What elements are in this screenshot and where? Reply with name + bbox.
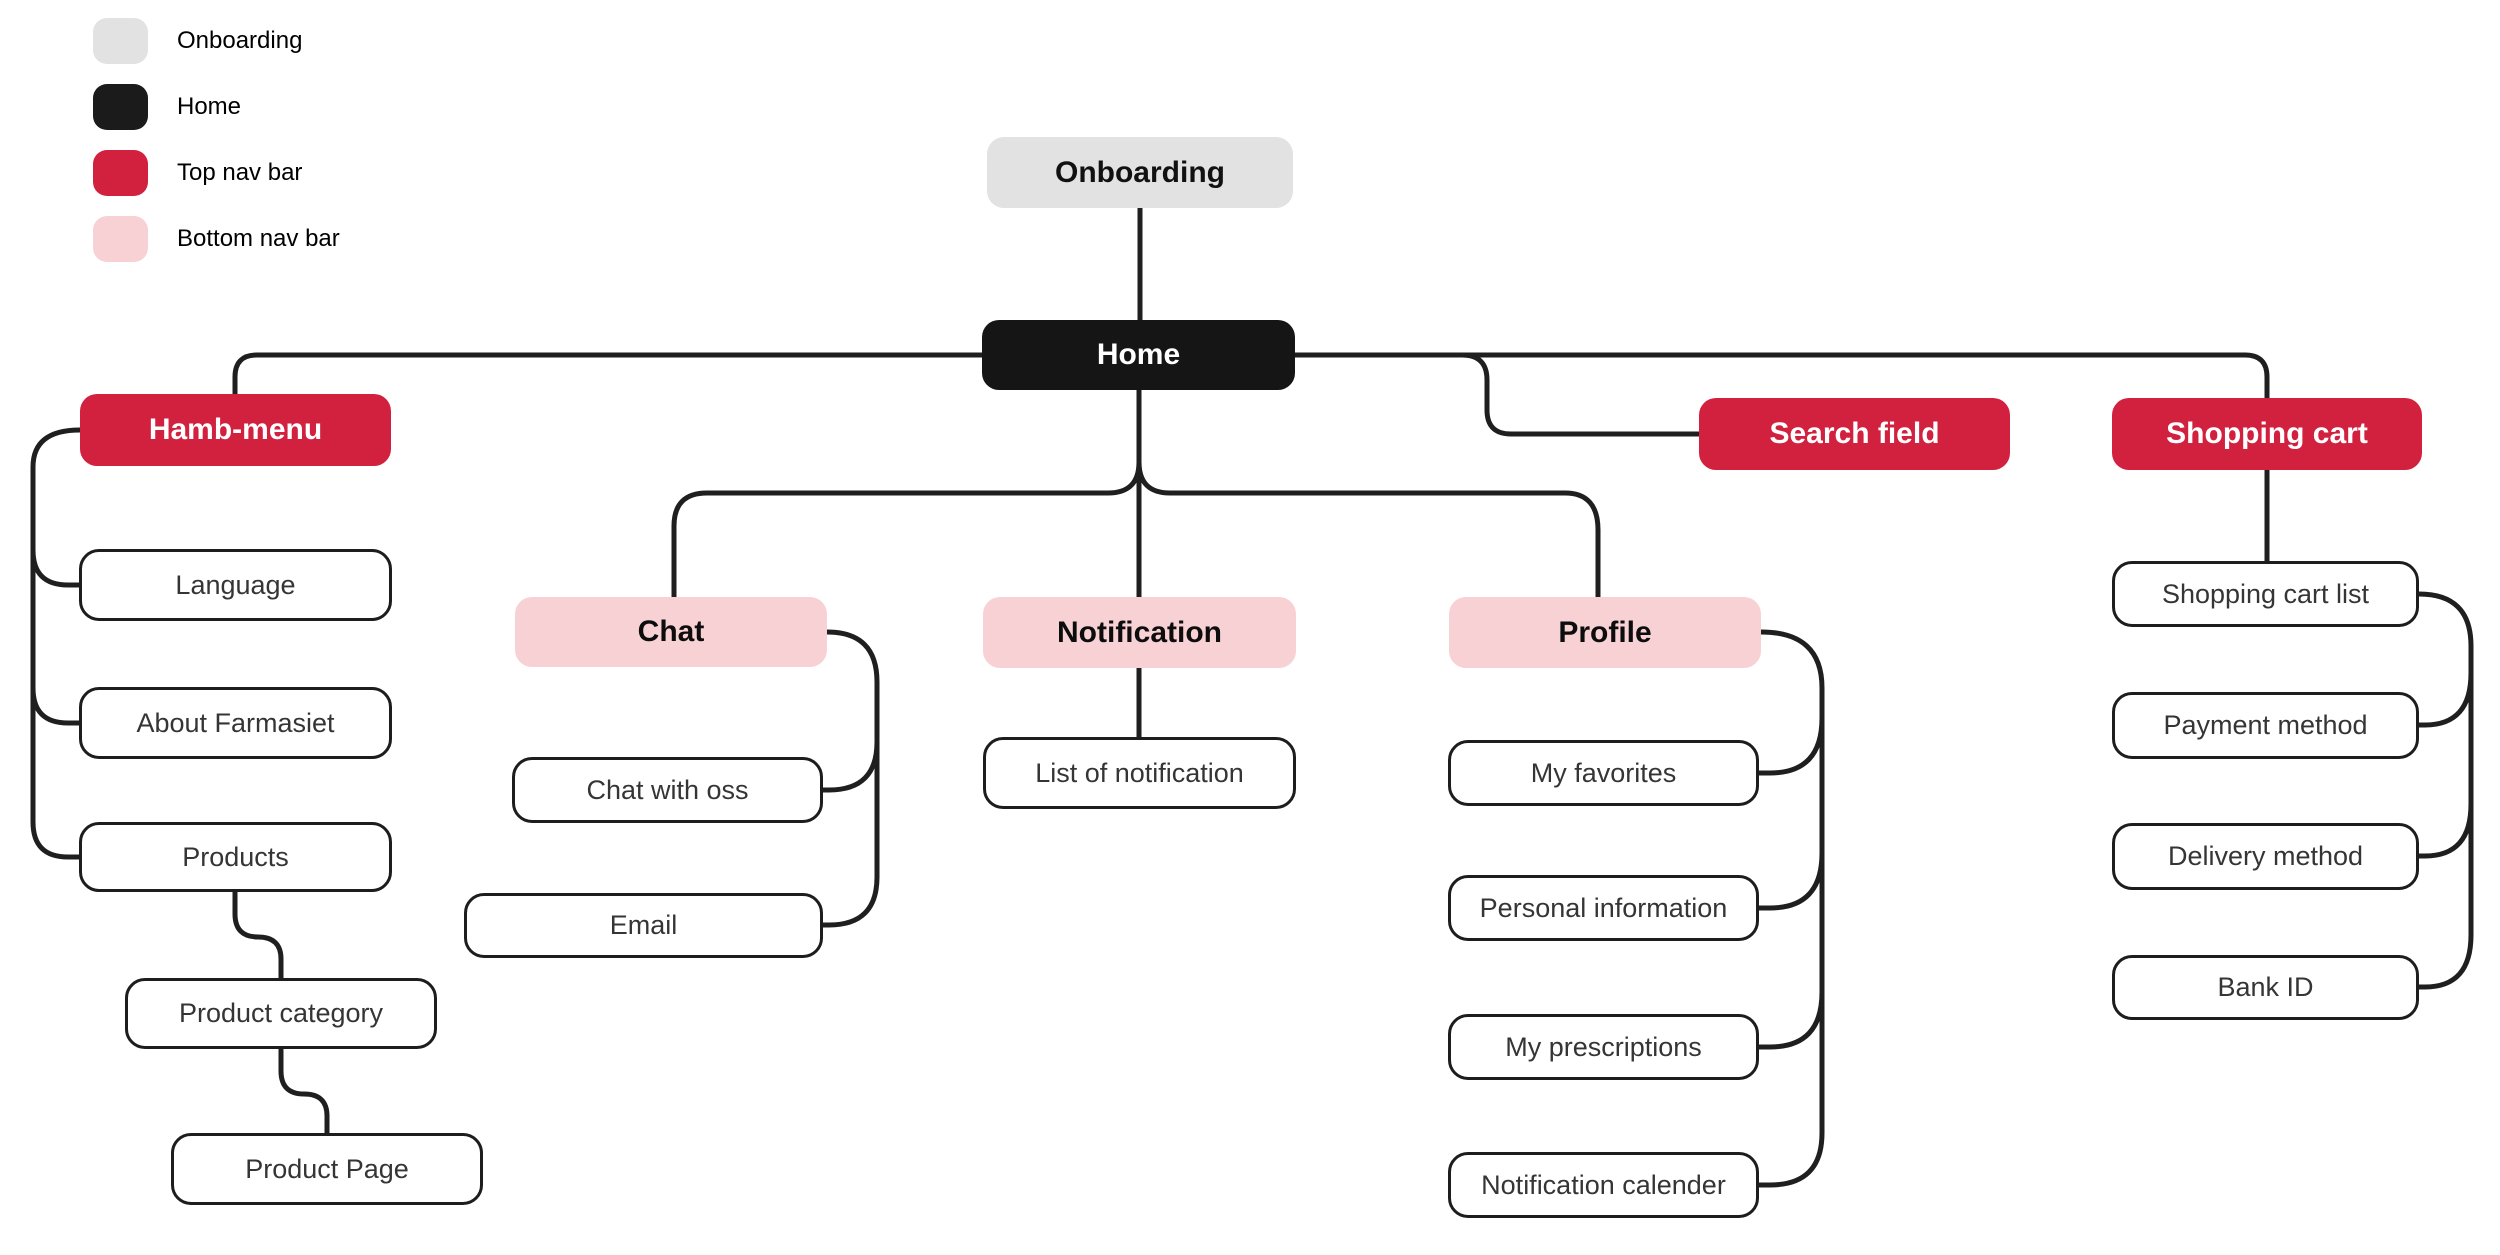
node-label: Hamb-menu <box>148 413 323 446</box>
connector-profile-prescriptions <box>1756 989 1825 1050</box>
node-product-category: Product category <box>125 978 437 1049</box>
node-notification-calender: Notification calender <box>1448 1152 1759 1218</box>
connector-products-category <box>232 889 284 981</box>
node-shopping-cart-list: Shopping cart list <box>2112 561 2419 627</box>
legend-item-home: Home <box>93 84 241 130</box>
connector-cart-spine <box>2416 591 2474 990</box>
node-delivery-method: Delivery method <box>2112 823 2419 890</box>
node-label: Notification <box>1057 615 1222 649</box>
node-personal-information: Personal information <box>1448 875 1759 941</box>
node-hamb-menu: Hamb-menu <box>80 394 391 466</box>
legend-swatch-bottom-nav-bar <box>93 216 148 262</box>
node-language: Language <box>79 549 392 621</box>
legend-swatch-top-nav-bar <box>93 150 148 196</box>
node-label: Product category <box>178 998 384 1028</box>
node-label: List of notification <box>1035 757 1244 788</box>
connector-hamb-spine <box>30 427 83 860</box>
node-label: Payment method <box>2163 710 2368 740</box>
node-onboarding: Onboarding <box>987 137 1293 208</box>
node-label: My favorites <box>1530 757 1677 788</box>
node-label: Search field <box>1769 417 1940 450</box>
connector-cart-delivery <box>2416 801 2474 859</box>
node-chat-with-oss: Chat with oss <box>512 757 823 823</box>
legend-swatch-onboarding <box>93 18 148 64</box>
node-bank-id: Bank ID <box>2112 955 2419 1020</box>
node-about-farmasiet: About Farmasiet <box>79 687 392 759</box>
node-label: Home <box>1096 338 1181 371</box>
node-profile: Profile <box>1449 597 1761 668</box>
legend-swatch-home <box>93 84 148 130</box>
node-label: Email <box>609 910 678 940</box>
legend-label: Onboarding <box>177 27 303 54</box>
node-label: Bank ID <box>2217 972 2314 1002</box>
connector-profile-spine <box>1756 629 1825 1188</box>
connector-home-hamb-menu <box>232 352 985 397</box>
node-label: My prescriptions <box>1505 1031 1702 1062</box>
legend-item-onboarding: Onboarding <box>93 18 302 64</box>
node-label: Notification calender <box>1481 1169 1726 1200</box>
node-email: Email <box>464 893 823 958</box>
node-label: Delivery method <box>2167 841 2364 871</box>
node-label: Shopping cart <box>2166 417 2368 450</box>
connector-cart-payment <box>2416 670 2474 728</box>
node-label: About Farmasiet <box>136 707 335 738</box>
node-label: Chat <box>637 615 705 648</box>
legend-label: Bottom nav bar <box>177 225 340 252</box>
node-label: Chat with oss <box>586 774 749 805</box>
node-my-favorites: My favorites <box>1448 740 1759 806</box>
node-list-of-notification: List of notification <box>983 737 1296 809</box>
node-label: Personal information <box>1479 892 1728 923</box>
node-label: Onboarding <box>1055 155 1225 189</box>
legend-label: Top nav bar <box>177 159 303 186</box>
node-label: Language <box>175 569 296 600</box>
node-label: Products <box>182 841 289 872</box>
connector-chat-with-oss <box>820 739 880 793</box>
connector-hamb-language <box>30 547 82 588</box>
connector-profile-personal <box>1756 850 1825 911</box>
connector-hamb-about <box>30 685 82 726</box>
node-chat: Chat <box>515 597 827 667</box>
node-shopping-cart: Shopping cart <box>2112 398 2422 470</box>
node-product-page: Product Page <box>171 1133 483 1205</box>
connector-home-shopping-cart <box>1292 352 2270 401</box>
connector-profile-favorites <box>1756 715 1825 776</box>
node-label: Product Page <box>245 1153 409 1184</box>
node-label: Shopping cart list <box>2161 578 2370 609</box>
legend-item-top-nav-bar: Top nav bar <box>93 150 302 196</box>
connector-home-profile <box>1136 459 1601 600</box>
node-products: Products <box>79 822 392 892</box>
node-label: Profile <box>1558 615 1652 649</box>
node-notification: Notification <box>983 597 1296 668</box>
legend-item-bottom-nav-bar: Bottom nav bar <box>93 216 340 262</box>
node-my-prescriptions: My prescriptions <box>1448 1014 1759 1080</box>
legend-label: Home <box>177 93 242 120</box>
connector-chat-spine <box>820 629 880 928</box>
connector-home-search-field <box>1459 352 1702 437</box>
node-payment-method: Payment method <box>2112 692 2419 759</box>
connector-category-product-page <box>278 1046 330 1136</box>
node-search-field: Search field <box>1699 398 2010 470</box>
connector-home-chat <box>671 459 1142 600</box>
node-home: Home <box>982 320 1295 390</box>
